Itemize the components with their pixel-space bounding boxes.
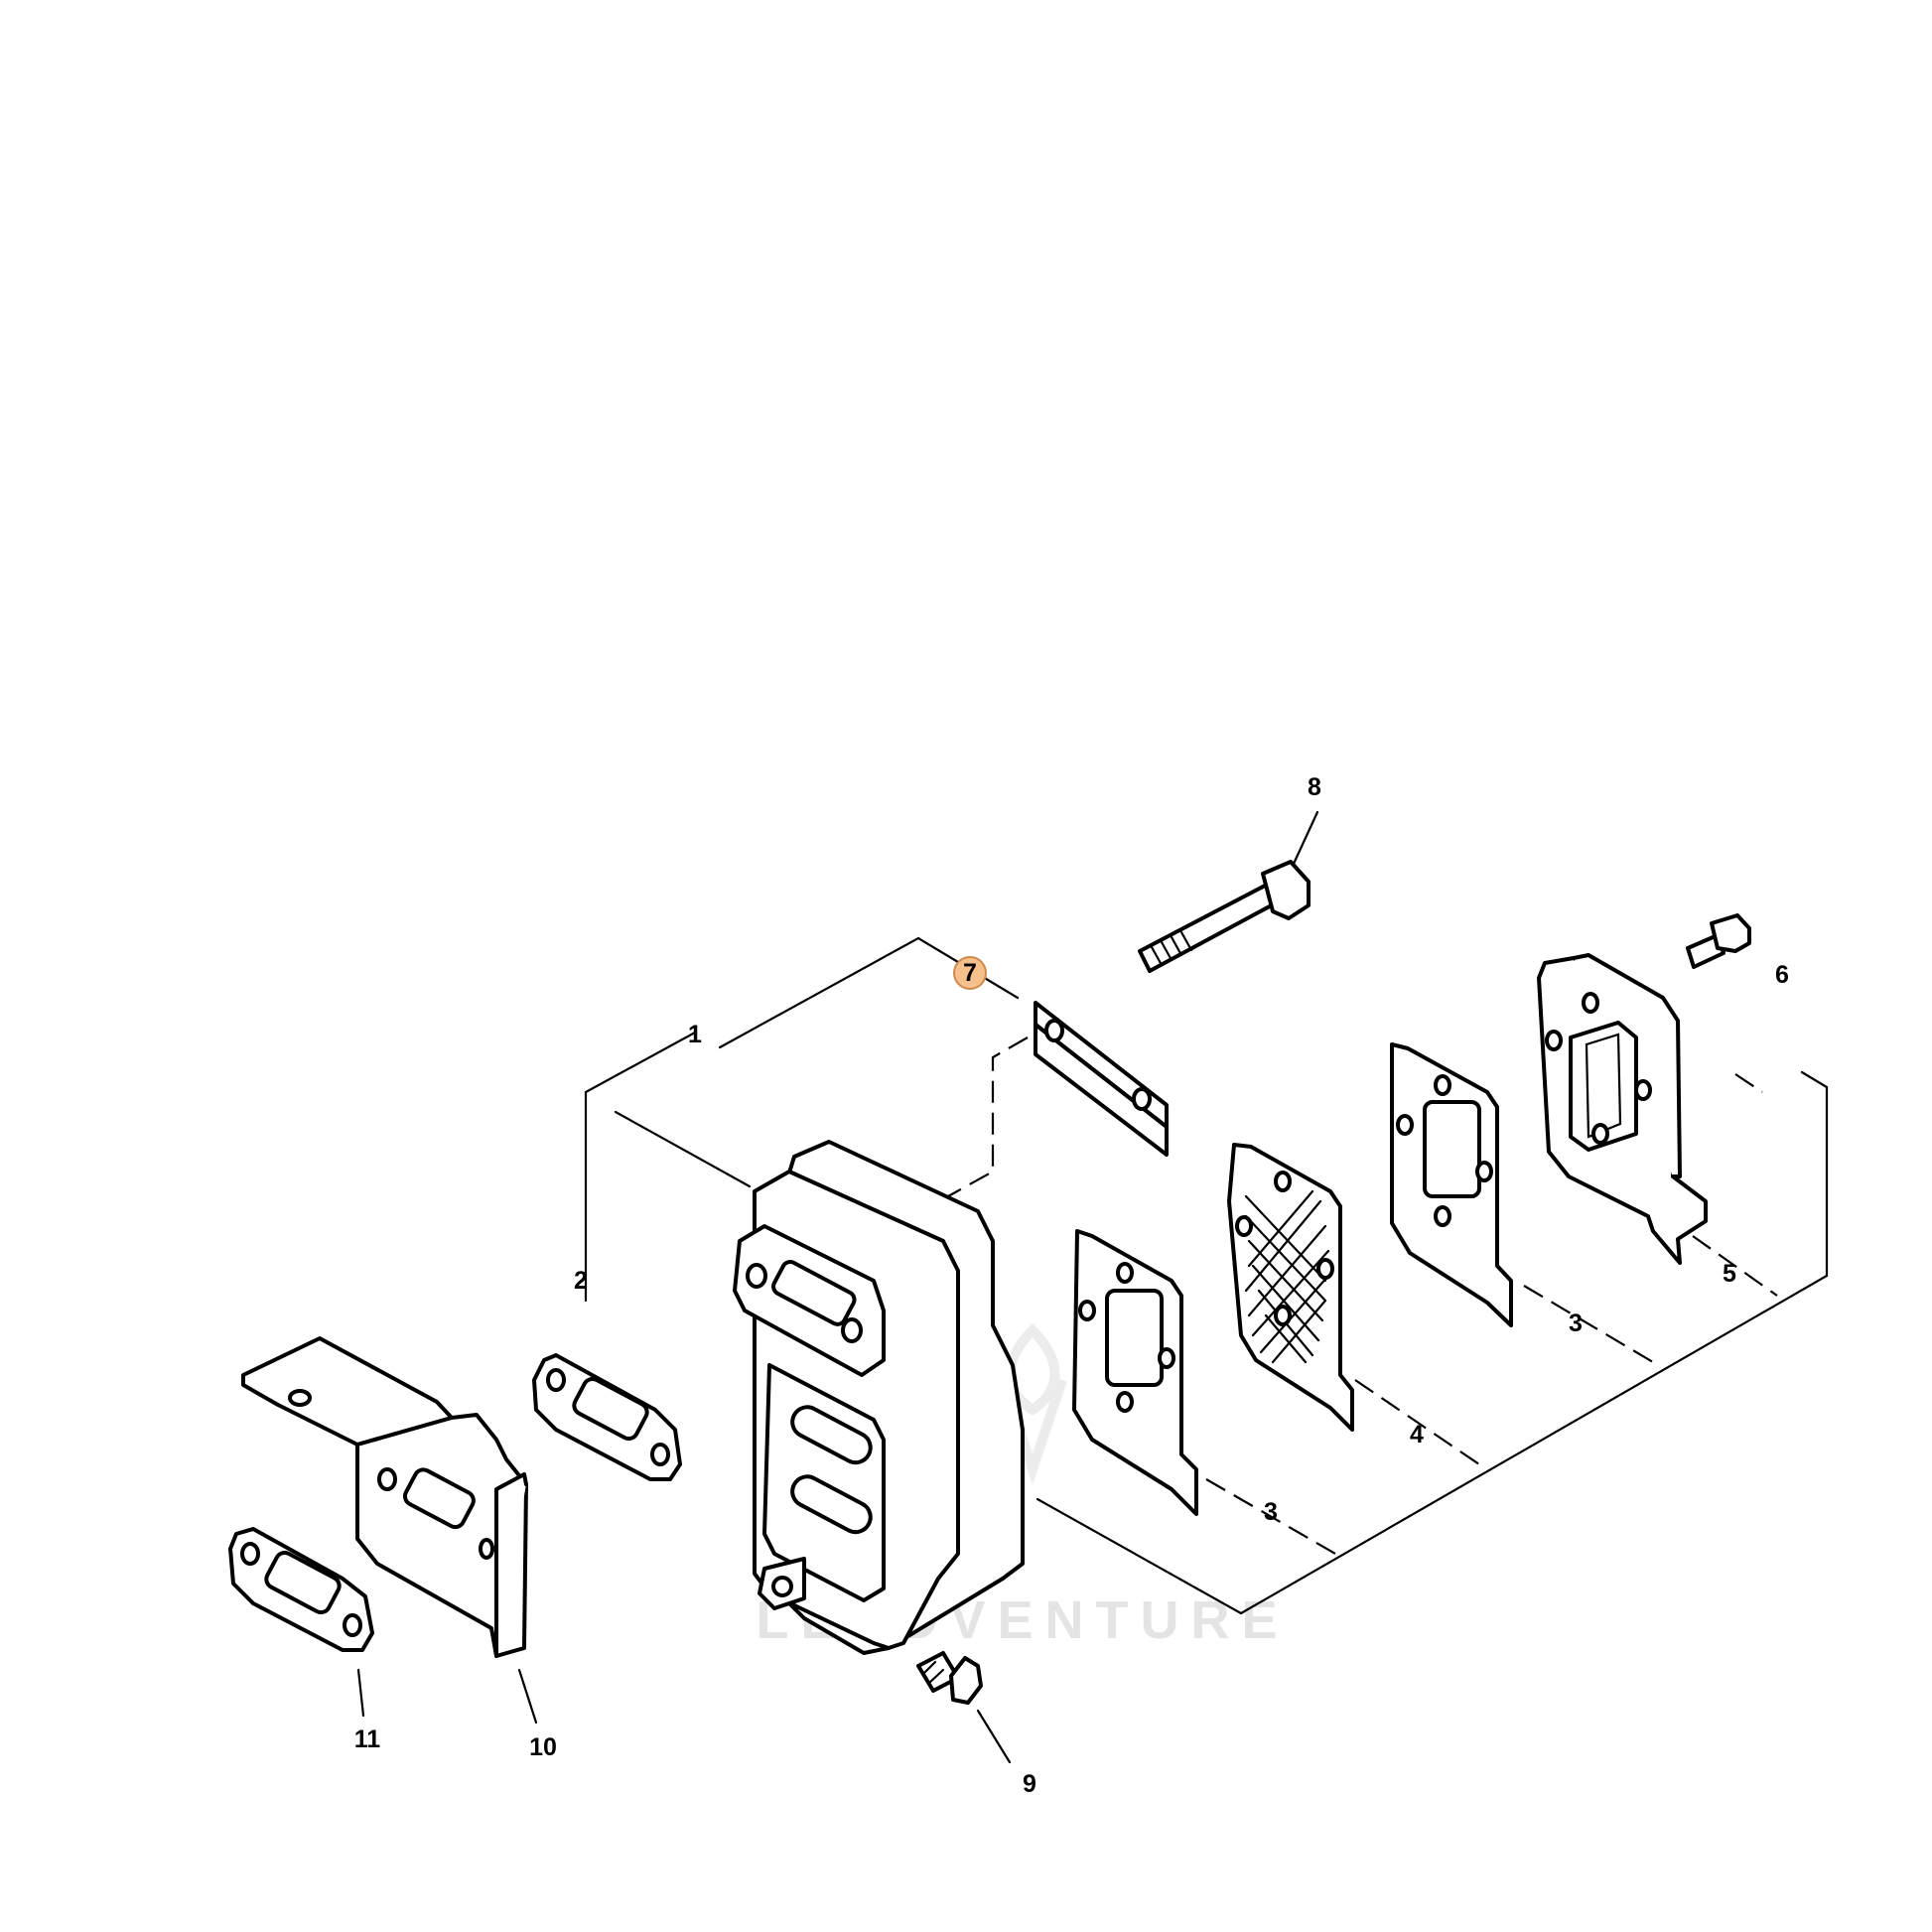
- callout-2[interactable]: 2: [574, 1267, 588, 1295]
- callout-7[interactable]: 7: [963, 959, 977, 987]
- mesh-pattern: [1244, 1189, 1330, 1364]
- callout-11[interactable]: 11: [354, 1725, 381, 1753]
- part-8-bolt[interactable]: [1138, 860, 1311, 973]
- callout-8[interactable]: 8: [1308, 773, 1321, 801]
- callout-1[interactable]: 1: [688, 1021, 702, 1048]
- part-5-deflector[interactable]: [1537, 953, 1708, 1265]
- callout-10[interactable]: 10: [529, 1733, 557, 1761]
- leader-lines: [356, 810, 1829, 1764]
- part-10-bracket[interactable]: [241, 1336, 528, 1658]
- callout-4[interactable]: 4: [1410, 1421, 1424, 1449]
- callout-labels: 1 2 3 4 3 5 6 7 8 9 10 11: [354, 773, 1789, 1798]
- part-11-gasket[interactable]: [228, 1527, 374, 1652]
- callout-3a[interactable]: 3: [1264, 1498, 1278, 1526]
- callout-5[interactable]: 5: [1723, 1260, 1736, 1288]
- part-6-bolt[interactable]: [1686, 913, 1751, 969]
- part-4-screen[interactable]: [1227, 1143, 1354, 1432]
- part-2-gasket[interactable]: [532, 1353, 682, 1481]
- part-7-plate[interactable]: [1034, 1001, 1169, 1157]
- callout-6[interactable]: 6: [1775, 961, 1789, 989]
- part-9-screw[interactable]: [916, 1651, 983, 1705]
- callout-7-highlight: [953, 956, 987, 990]
- part-3-gasket-b[interactable]: [1390, 1042, 1513, 1327]
- callout-3b[interactable]: 3: [1569, 1310, 1583, 1337]
- callout-9[interactable]: 9: [1023, 1770, 1036, 1798]
- part-3-gasket-a[interactable]: [1072, 1229, 1198, 1516]
- part-1-muffler[interactable]: [733, 1140, 1025, 1655]
